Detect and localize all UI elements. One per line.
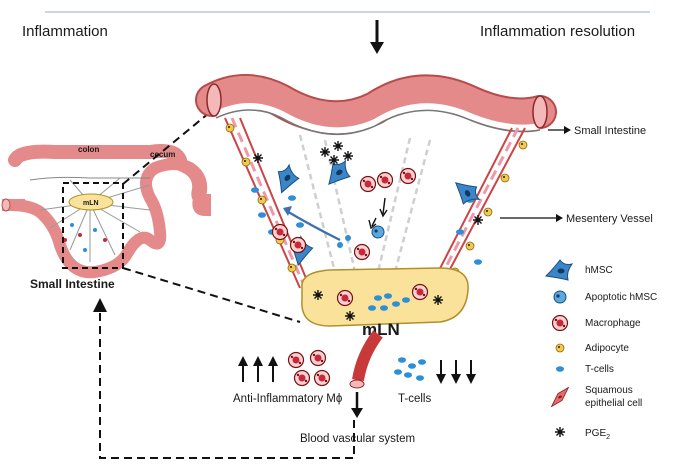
- inset-caption: Small Intestine: [30, 277, 115, 291]
- legend-adipocyte-icon: [555, 343, 565, 353]
- legend-hmsc-label: hMSC: [585, 265, 613, 276]
- legend-apoptotic-label: Apoptotic hMSC: [585, 292, 657, 303]
- legend-hmsc-icon: [545, 259, 573, 281]
- small-intestine-tube: [195, 74, 557, 136]
- return-loop-line: [99, 305, 355, 459]
- mln-label: mLN: [362, 320, 400, 339]
- migration-arrows: [368, 197, 388, 230]
- mesentery-vessel-pointer: [500, 214, 563, 222]
- migration-curve: [284, 209, 341, 241]
- mesentery-vessel-right: [429, 127, 526, 289]
- anti-inflammatory-macrophages: [287, 349, 331, 387]
- legend-macrophage-icon: [551, 314, 569, 332]
- small-intestine-pointer: [548, 126, 571, 134]
- down-arrows-tcells: [436, 360, 476, 384]
- left-title: Inflammation: [22, 23, 108, 40]
- legend: hMSC Apoptotic hMSC Macrophage Adipocyte…: [545, 259, 657, 441]
- inset-colon-label: colon: [78, 145, 99, 154]
- legend-squamous-label: Squamous: [585, 385, 633, 396]
- tcells-cluster: [394, 357, 426, 381]
- inset-mln-label: mLN: [83, 200, 99, 207]
- legend-squamous-icon: [547, 387, 573, 407]
- down-arrow-top-icon: [370, 20, 384, 54]
- up-arrows-anti-inflammatory: [238, 356, 278, 382]
- blood-vessel-tube: [349, 330, 383, 389]
- legend-squamous-label-2: epithelial cell: [585, 398, 642, 409]
- legend-macrophage-label: Macrophage: [585, 318, 641, 329]
- inset-cells: [63, 223, 107, 252]
- migration-curve-head-icon: [283, 206, 292, 216]
- mesentery-vessel-label: Mesentery Vessel: [566, 213, 653, 225]
- inset-cecum-label: cecum: [150, 150, 175, 159]
- blood-label: Blood vascular system: [300, 433, 415, 445]
- return-arrow-icon: [93, 298, 107, 312]
- anti-inflammatory-label: Anti-Inflammatory Mϕ: [233, 393, 342, 405]
- intestine-inset: [1, 144, 211, 279]
- inset-mln-node: [68, 193, 114, 211]
- right-title: Inflammation resolution: [480, 23, 635, 40]
- zoom-line-top: [122, 107, 216, 185]
- lymph-channels: [298, 134, 432, 273]
- legend-tcell-label: T-cells: [585, 364, 614, 375]
- apoptotic-hmsc-migrating: [337, 225, 385, 248]
- tcells-label: T-cells: [398, 393, 431, 405]
- legend-tcell-icon: [556, 366, 564, 372]
- legend-adipocyte-label: Adipocyte: [585, 343, 629, 354]
- down-arrow-blood-icon: [351, 392, 363, 418]
- inset-focus-box: [62, 182, 124, 269]
- zoom-line-bottom: [122, 267, 301, 323]
- small-intestine-label: Small Intestine: [574, 125, 646, 137]
- legend-pge2-label: PGE2: [585, 428, 610, 441]
- legend-pge2-icon: [554, 426, 566, 438]
- legend-apoptotic-hmsc-icon: [553, 290, 567, 304]
